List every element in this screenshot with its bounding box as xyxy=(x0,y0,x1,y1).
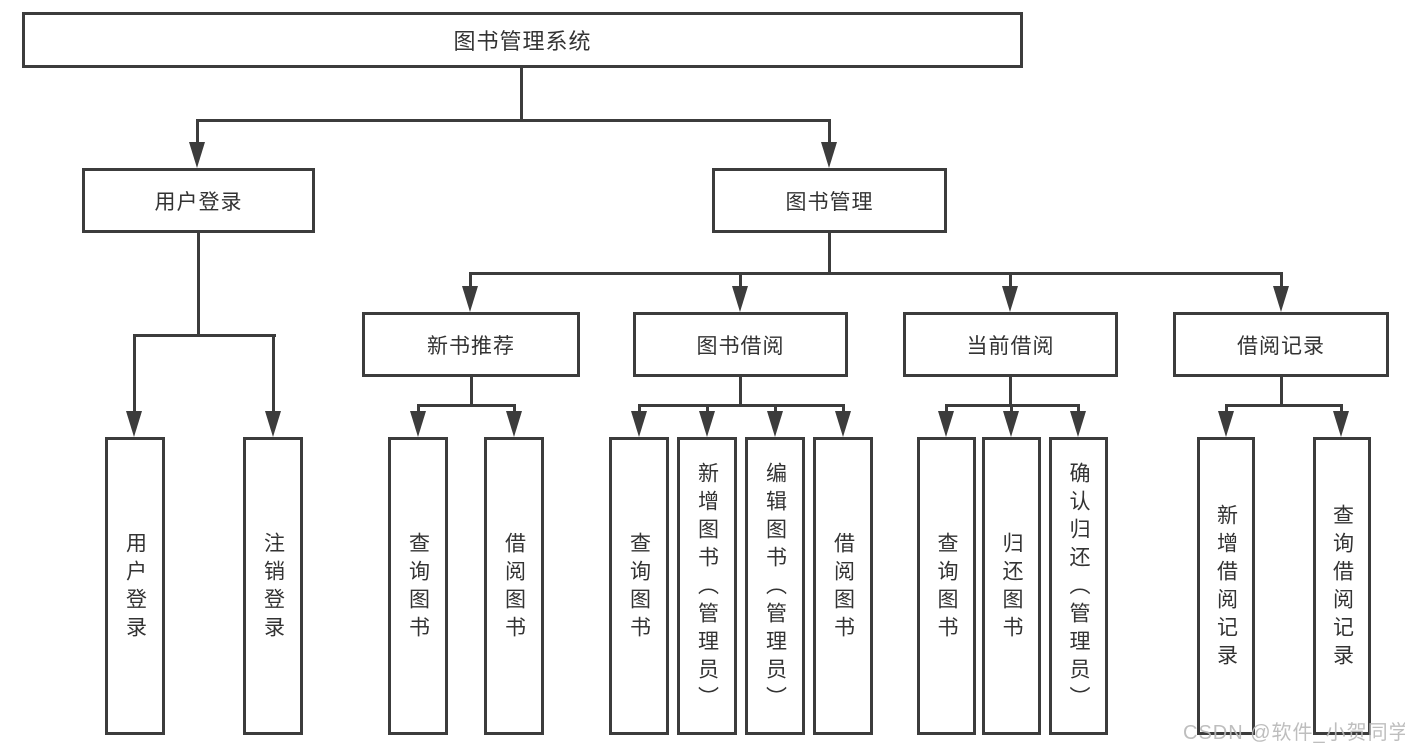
connector-line xyxy=(1280,377,1283,406)
arrow-down-icon xyxy=(938,411,954,437)
arrow-down-icon xyxy=(1002,286,1018,312)
connector-line xyxy=(739,377,742,406)
connector-line xyxy=(1225,404,1228,413)
connector-line xyxy=(197,233,200,336)
connector-line xyxy=(470,377,473,406)
node-new-book-recommendation: 新书推荐 xyxy=(362,312,580,377)
leaf-borrow-books-borrowing: 借阅图书 xyxy=(813,437,873,735)
connector-line xyxy=(1077,404,1080,413)
arrow-down-icon xyxy=(1003,411,1019,437)
node-book-management: 图书管理 xyxy=(712,168,947,233)
arrow-down-icon xyxy=(126,411,142,437)
connector-line xyxy=(196,119,199,145)
leaf-edit-book-admin: 编辑图书（管理员） xyxy=(745,437,805,735)
arrow-down-icon xyxy=(506,411,522,437)
connector-line xyxy=(739,272,742,288)
connector-line xyxy=(1010,404,1013,413)
csdn-watermark: CSDN @软件_小贺同学 xyxy=(1183,722,1405,744)
connector-line xyxy=(1009,272,1012,288)
leaf-add-borrow-record: 新增借阅记录 xyxy=(1197,437,1255,735)
leaf-borrow-books-recommend: 借阅图书 xyxy=(484,437,544,735)
connector-line xyxy=(133,334,276,337)
leaf-query-borrow-record: 查询借阅记录 xyxy=(1313,437,1371,735)
leaf-logout: 注销登录 xyxy=(243,437,303,735)
arrow-down-icon xyxy=(462,286,478,312)
connector-line xyxy=(774,404,777,413)
connector-line xyxy=(1009,377,1012,406)
arrow-down-icon xyxy=(1333,411,1349,437)
connector-line xyxy=(520,68,523,121)
connector-line xyxy=(469,272,472,288)
leaf-return-book: 归还图书 xyxy=(982,437,1041,735)
connector-line xyxy=(196,119,831,122)
connector-line xyxy=(842,404,845,413)
arrow-down-icon xyxy=(821,142,837,168)
arrow-down-icon xyxy=(1070,411,1086,437)
connector-line xyxy=(1280,272,1283,288)
connector-line xyxy=(638,404,845,407)
connector-line xyxy=(1225,404,1342,407)
node-current-borrowing: 当前借阅 xyxy=(903,312,1118,377)
connector-line xyxy=(417,404,420,413)
arrow-down-icon xyxy=(1273,286,1289,312)
connector-line xyxy=(638,404,641,413)
connector-line xyxy=(513,404,516,413)
connector-line xyxy=(706,404,709,413)
connector-line xyxy=(469,272,1283,275)
leaf-query-books-current: 查询图书 xyxy=(917,437,976,735)
connector-line xyxy=(417,404,516,407)
connector-line xyxy=(828,233,831,274)
leaf-confirm-return-admin: 确认归还（管理员） xyxy=(1049,437,1108,735)
node-user-login: 用户登录 xyxy=(82,168,315,233)
connector-line xyxy=(272,334,275,413)
arrow-down-icon xyxy=(265,411,281,437)
leaf-user-login: 用户登录 xyxy=(105,437,165,735)
connector-line xyxy=(1340,404,1343,413)
leaf-add-book-admin: 新增图书（管理员） xyxy=(677,437,737,735)
arrow-down-icon xyxy=(410,411,426,437)
node-library-management-system: 图书管理系统 xyxy=(22,12,1023,68)
connector-line xyxy=(945,404,948,413)
leaf-query-books-borrowing: 查询图书 xyxy=(609,437,669,735)
leaf-query-books-recommend: 查询图书 xyxy=(388,437,448,735)
connector-line xyxy=(133,334,136,413)
arrow-down-icon xyxy=(835,411,851,437)
arrow-down-icon xyxy=(189,142,205,168)
arrow-down-icon xyxy=(631,411,647,437)
arrow-down-icon xyxy=(732,286,748,312)
node-borrowing-records: 借阅记录 xyxy=(1173,312,1389,377)
arrow-down-icon xyxy=(1218,411,1234,437)
arrow-down-icon xyxy=(699,411,715,437)
connector-line xyxy=(828,119,831,145)
arrow-down-icon xyxy=(767,411,783,437)
node-book-borrowing: 图书借阅 xyxy=(633,312,848,377)
